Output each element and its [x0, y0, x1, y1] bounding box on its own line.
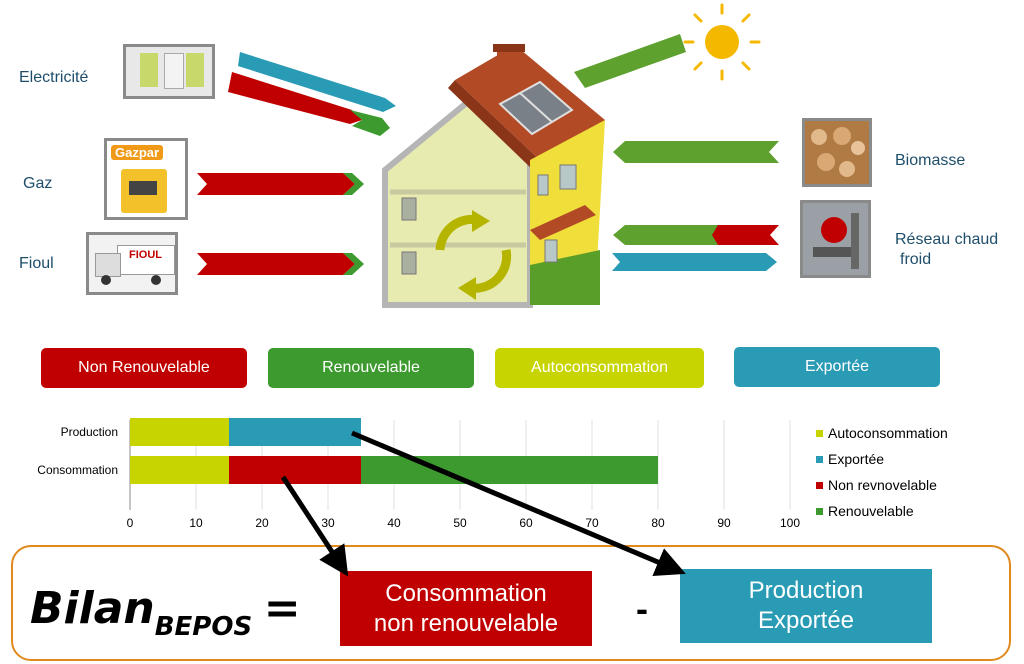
network-renew-arrow — [613, 225, 718, 245]
heat-network-pump-image — [800, 200, 871, 278]
fuel-truck-text: FIOUL — [129, 249, 162, 261]
fioul-arrow — [197, 253, 355, 275]
nonrenewable-consumption-box: Consommation non renouvelable — [340, 571, 592, 646]
biomass-arrow — [613, 141, 779, 163]
electricity-label: Electricité — [19, 69, 89, 86]
fuel-label: Fioul — [19, 255, 54, 272]
legend-entry: Exportée — [828, 451, 884, 467]
legend-swatch — [816, 508, 823, 515]
x-tick-label: 40 — [387, 516, 401, 530]
x-tick-label: 10 — [189, 516, 203, 530]
sun-icon — [683, 3, 761, 81]
energy-flow-diagram — [197, 3, 779, 308]
x-tick-label: 70 — [585, 516, 599, 530]
bar-segment — [361, 456, 658, 484]
legend-entry: Non revnovelable — [828, 477, 937, 493]
legend-self-consumption: Autoconsommation — [495, 348, 704, 388]
x-tick-label: 100 — [780, 516, 800, 530]
y-category-label: Production — [61, 425, 118, 439]
house-illustration — [382, 44, 605, 308]
electricity-renew-arrow-tip — [350, 110, 390, 136]
box2-line1: Production — [748, 577, 864, 604]
gazpar-logo: Gazpar — [111, 145, 164, 160]
x-tick-label: 30 — [321, 516, 335, 530]
gaz-arrow-tip — [343, 173, 364, 195]
heat-network-label-line1: Réseau chaud — [895, 231, 999, 248]
energy-balance-chart: 0 10 20 30 40 50 60 70 80 90 100 ProductionConsomma… — [37, 418, 948, 530]
legend-swatch — [816, 430, 823, 437]
heat-network-label-line2: froid — [900, 251, 932, 268]
x-tick-label: 80 — [651, 516, 665, 530]
exported-production-box: Production Exportée — [680, 569, 932, 643]
firewood-image — [802, 118, 872, 187]
bilan-bepos-formula: BilanBEPOS = — [30, 583, 301, 642]
box1-line2: non renouvelable — [373, 609, 559, 637]
bilan-text: Bilan — [30, 583, 155, 634]
bar-segment — [229, 418, 361, 446]
fuel-truck-image: FIOUL — [86, 232, 178, 295]
minus-sign: - — [636, 588, 648, 629]
y-category-label: Consommation — [37, 463, 118, 477]
solar-arrow — [574, 34, 686, 88]
legend-swatch — [816, 456, 823, 463]
electricity-meter-image — [123, 44, 215, 99]
x-tick-label: 20 — [255, 516, 269, 530]
gaz-arrow — [197, 173, 355, 195]
legend-swatch — [816, 482, 823, 489]
bar-segment — [130, 456, 229, 484]
x-tick-label: 90 — [717, 516, 731, 530]
biomass-label: Biomasse — [895, 152, 966, 169]
x-tick-label: 60 — [519, 516, 533, 530]
box2-line2: Exportée — [757, 607, 855, 634]
bar-segment — [229, 456, 361, 484]
heat-network-label: Réseau chaud froid — [895, 230, 998, 270]
electricity-export-arrow — [238, 52, 396, 112]
legend-non-renewable: Non Renouvelable — [41, 348, 247, 388]
network-nonrenew-arrow — [712, 225, 779, 245]
legend-renewable: Renouvelable — [268, 348, 474, 388]
gas-label: Gaz — [23, 175, 53, 192]
legend-exported: Exportée — [734, 347, 940, 387]
network-export-arrow — [612, 253, 777, 271]
gazpar-meter-image: Gazpar — [104, 138, 188, 220]
bar-segment — [130, 418, 229, 446]
legend-entry: Autoconsommation — [828, 425, 948, 441]
legend-entry: Renouvelable — [828, 503, 914, 519]
electricity-nonrenew-arrow — [228, 72, 362, 124]
fioul-arrow-tip — [343, 253, 364, 275]
x-tick-label: 0 — [127, 516, 134, 530]
equals-sign: = — [263, 583, 301, 634]
x-tick-label: 50 — [453, 516, 467, 530]
bepos-subscript: BEPOS — [154, 612, 253, 642]
box1-line1: Consommation — [385, 579, 547, 607]
